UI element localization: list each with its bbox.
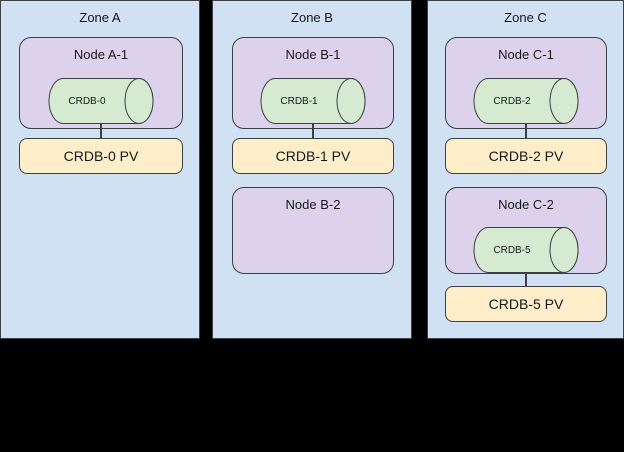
connector-node-a-1 [100, 123, 102, 138]
pv-label-crdb-0-pv: CRDB-0 PV [63, 148, 139, 164]
pv-box-crdb-1-pv[interactable]: CRDB-1 PV [232, 138, 394, 174]
zone-title-zone-b: Zone B [291, 10, 333, 25]
pv-label-crdb-5-pv: CRDB-5 PV [488, 296, 564, 312]
pv-label-crdb-1-pv: CRDB-1 PV [275, 148, 351, 164]
node-title-node-a-1: Node A-1 [73, 47, 129, 62]
pv-box-crdb-0-pv[interactable]: CRDB-0 PV [19, 138, 183, 174]
database-cylinder-crdb-1[interactable]: CRDB-1 [260, 78, 366, 124]
pv-box-crdb-2-pv[interactable]: CRDB-2 PV [445, 138, 607, 174]
database-cylinder-crdb-5[interactable]: CRDB-5 [473, 227, 579, 273]
node-container-node-b-2[interactable]: Node B-2 [232, 187, 394, 274]
pv-label-crdb-2-pv: CRDB-2 PV [488, 148, 564, 164]
pv-box-crdb-5-pv[interactable]: CRDB-5 PV [445, 286, 607, 322]
database-cylinder-crdb-2[interactable]: CRDB-2 [473, 78, 579, 124]
database-cylinder-crdb-0[interactable]: CRDB-0 [48, 78, 154, 124]
connector-node-b-1 [312, 123, 314, 138]
connector-node-c-1 [525, 123, 527, 138]
zone-title-zone-a: Zone A [79, 10, 121, 25]
node-title-node-b-1: Node B-1 [285, 47, 341, 62]
connector-node-c-2 [525, 272, 527, 286]
zone-title-zone-c: Zone C [504, 10, 547, 25]
node-title-node-c-2: Node C-2 [498, 197, 554, 212]
node-title-node-c-1: Node C-1 [498, 47, 554, 62]
node-title-node-b-2: Node B-2 [285, 197, 341, 212]
